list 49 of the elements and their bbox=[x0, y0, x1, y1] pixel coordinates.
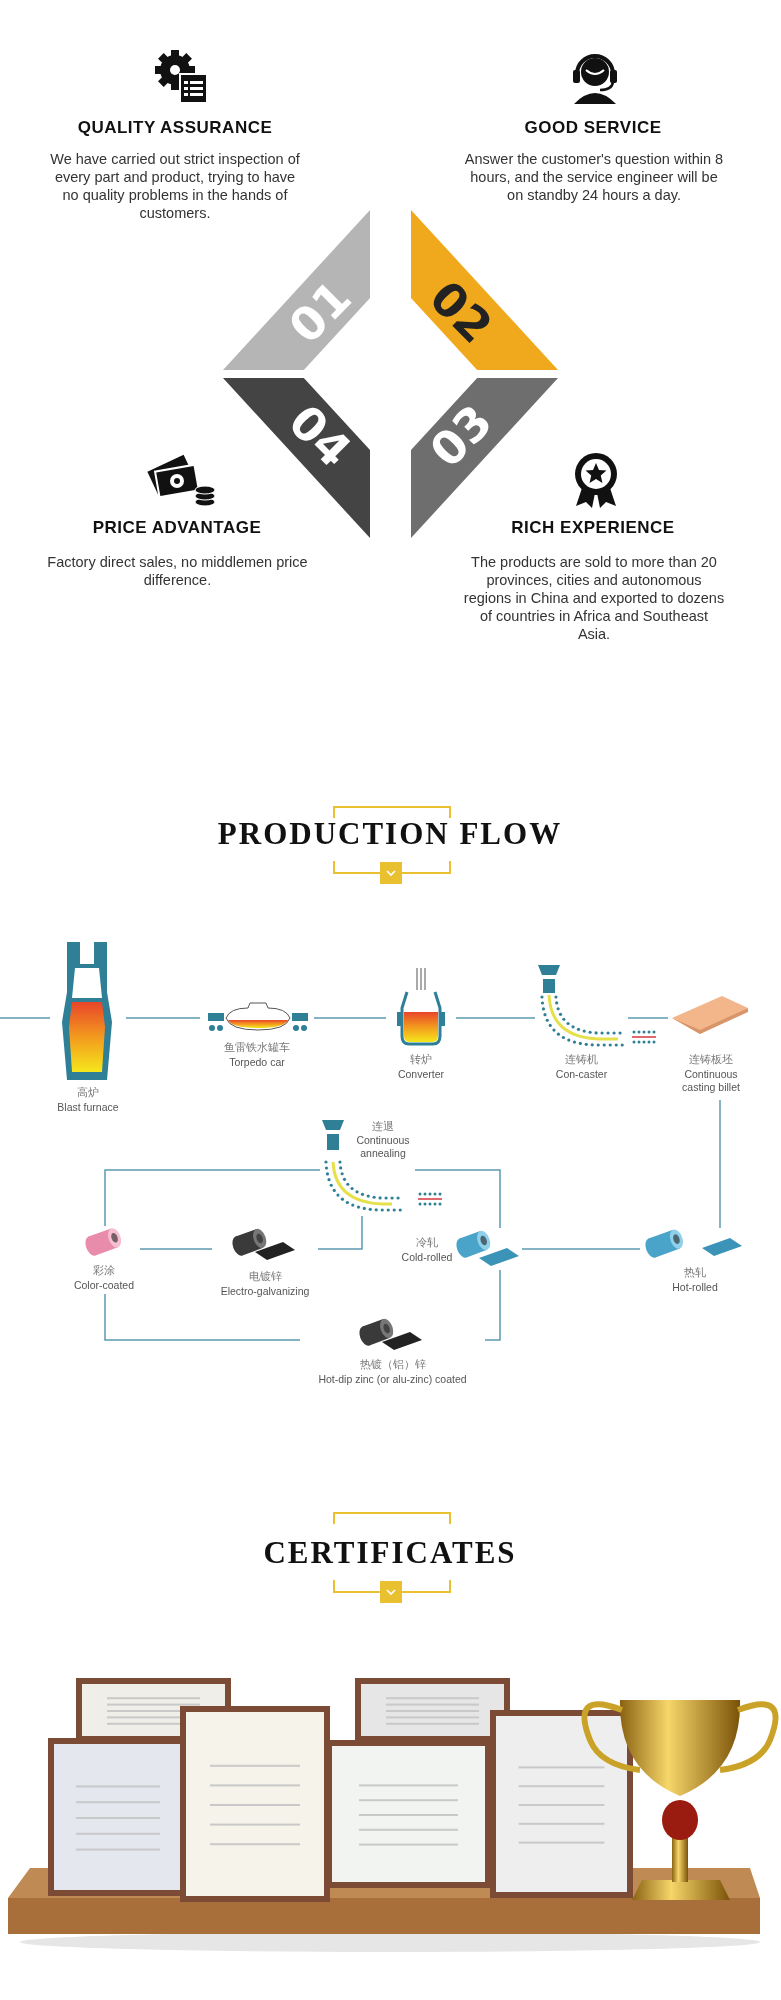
step-label: Cold-rolled bbox=[400, 1251, 454, 1264]
feature-heading: PRICE ADVANTAGE bbox=[91, 518, 263, 538]
step-label: 电镀锌 bbox=[247, 1270, 283, 1283]
step-label: 高炉 bbox=[76, 1086, 100, 1099]
connector-line bbox=[719, 1099, 721, 1229]
connector-line bbox=[0, 1017, 51, 1019]
step-label: 连铸机 bbox=[564, 1053, 599, 1066]
step-label: 热镀（铝）锌 bbox=[358, 1358, 427, 1371]
connector-line bbox=[139, 1248, 213, 1250]
step-label: 连退 bbox=[371, 1120, 395, 1133]
connector-line bbox=[627, 1017, 669, 1019]
connector-line bbox=[317, 1215, 363, 1250]
connector-line bbox=[414, 1169, 501, 1229]
connector-line bbox=[125, 1017, 201, 1019]
step-number: 02 bbox=[418, 269, 504, 357]
step-label: 热轧 bbox=[683, 1266, 707, 1279]
step-label: 冷轧 bbox=[415, 1236, 439, 1249]
connector-line bbox=[104, 1293, 301, 1341]
step-label: Color-coated bbox=[72, 1279, 136, 1292]
feature-heading: GOOD SERVICE bbox=[523, 118, 663, 138]
step-label: Torpedo car bbox=[228, 1056, 286, 1069]
section-heading: PRODUCTION FLOW bbox=[216, 816, 564, 852]
feature-heading: RICH EXPERIENCE bbox=[510, 518, 676, 538]
connector-line bbox=[484, 1269, 501, 1341]
section-heading: CERTIFICATES bbox=[262, 1535, 518, 1571]
step-number: 04 bbox=[277, 392, 363, 480]
feature-description: Factory direct sales, no middlemen price difference. bbox=[46, 553, 309, 589]
step-label: 彩涂 bbox=[92, 1264, 116, 1277]
step-label: 鱼雷铁水罐车 bbox=[223, 1041, 291, 1054]
feature-heading: QUALITY ASSURANCE bbox=[76, 118, 274, 138]
step-label: Con-caster bbox=[554, 1068, 609, 1081]
connector-line bbox=[313, 1017, 387, 1019]
connector-line bbox=[521, 1248, 641, 1250]
feature-description: We have carried out strict inspection of every part and product, trying to have no quality problems in the hands of customers. bbox=[49, 150, 301, 222]
step-label: Hot-rolled bbox=[671, 1281, 719, 1294]
step-label: Continuous annealing bbox=[355, 1134, 411, 1160]
step-label: Converter bbox=[396, 1068, 446, 1081]
step-label: Electro-galvanizing bbox=[219, 1285, 311, 1298]
step-number: 03 bbox=[418, 392, 504, 480]
step-label: 连铸板坯 bbox=[688, 1053, 734, 1066]
step-label: 转炉 bbox=[409, 1053, 433, 1066]
step-number: 01 bbox=[277, 269, 363, 357]
step-label: Blast furnace bbox=[56, 1101, 120, 1114]
connector-line bbox=[455, 1017, 536, 1019]
feature-description: The products are sold to more than 20 provinces, cities and autonomous regions in China and exported to dozens of countries in Africa and Southeast Asia. bbox=[463, 553, 725, 643]
step-label: Continuous casting billet bbox=[681, 1068, 741, 1094]
step-label: Hot-dip zinc (or alu-zinc) coated bbox=[317, 1373, 468, 1386]
feature-description: Answer the customer's question within 8 hours, and the service engineer will be on standby 24 hours a day. bbox=[463, 150, 725, 204]
connector-line bbox=[104, 1169, 321, 1227]
